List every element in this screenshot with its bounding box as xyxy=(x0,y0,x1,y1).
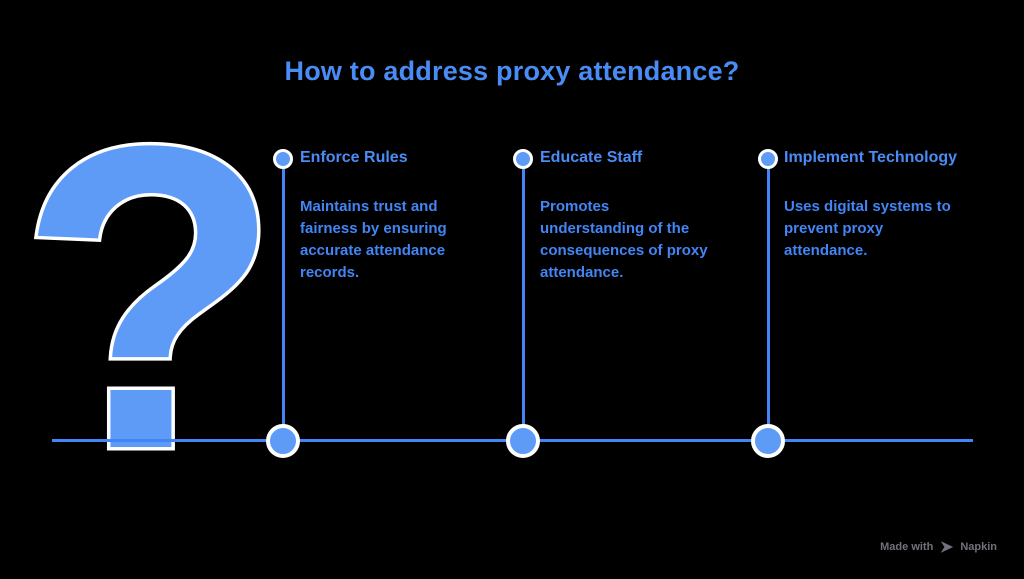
watermark-brand: Napkin xyxy=(960,541,997,553)
node-dot-top-1 xyxy=(273,149,293,169)
question-mark-graphic: ? xyxy=(30,115,285,460)
step-heading: Educate Staff xyxy=(540,149,643,166)
node-dot-base-2 xyxy=(506,424,540,458)
node-dot-top-2 xyxy=(513,149,533,169)
step-heading: Enforce Rules xyxy=(300,149,408,166)
napkin-logo-icon xyxy=(939,540,954,554)
watermark-prefix: Made with xyxy=(880,541,934,553)
node-dot-top-3 xyxy=(758,149,778,169)
connector-line-1 xyxy=(281,167,285,441)
step-educate-staff: Educate Staff Promotes understanding of … xyxy=(540,149,708,284)
step-description: Promotes understanding of the consequenc… xyxy=(540,198,708,281)
connector-line-2 xyxy=(521,167,525,441)
node-dot-base-3 xyxy=(751,424,785,458)
step-enforce-rules: Enforce Rules Maintains trust and fairne… xyxy=(300,149,465,284)
step-heading: Implement Technology xyxy=(784,149,958,166)
question-mark-glyph: ? xyxy=(30,115,282,460)
step-description: Uses digital systems to prevent proxy at… xyxy=(784,198,951,259)
step-implement-technology: Implement Technology Uses digital system… xyxy=(784,149,964,262)
step-description: Maintains trust and fairness by ensuring… xyxy=(300,198,447,281)
page-title: How to address proxy attendance? xyxy=(284,56,740,86)
node-dot-base-1 xyxy=(266,424,300,458)
connector-line-3 xyxy=(766,167,770,441)
made-with-napkin-watermark: Made with Napkin xyxy=(880,540,997,554)
